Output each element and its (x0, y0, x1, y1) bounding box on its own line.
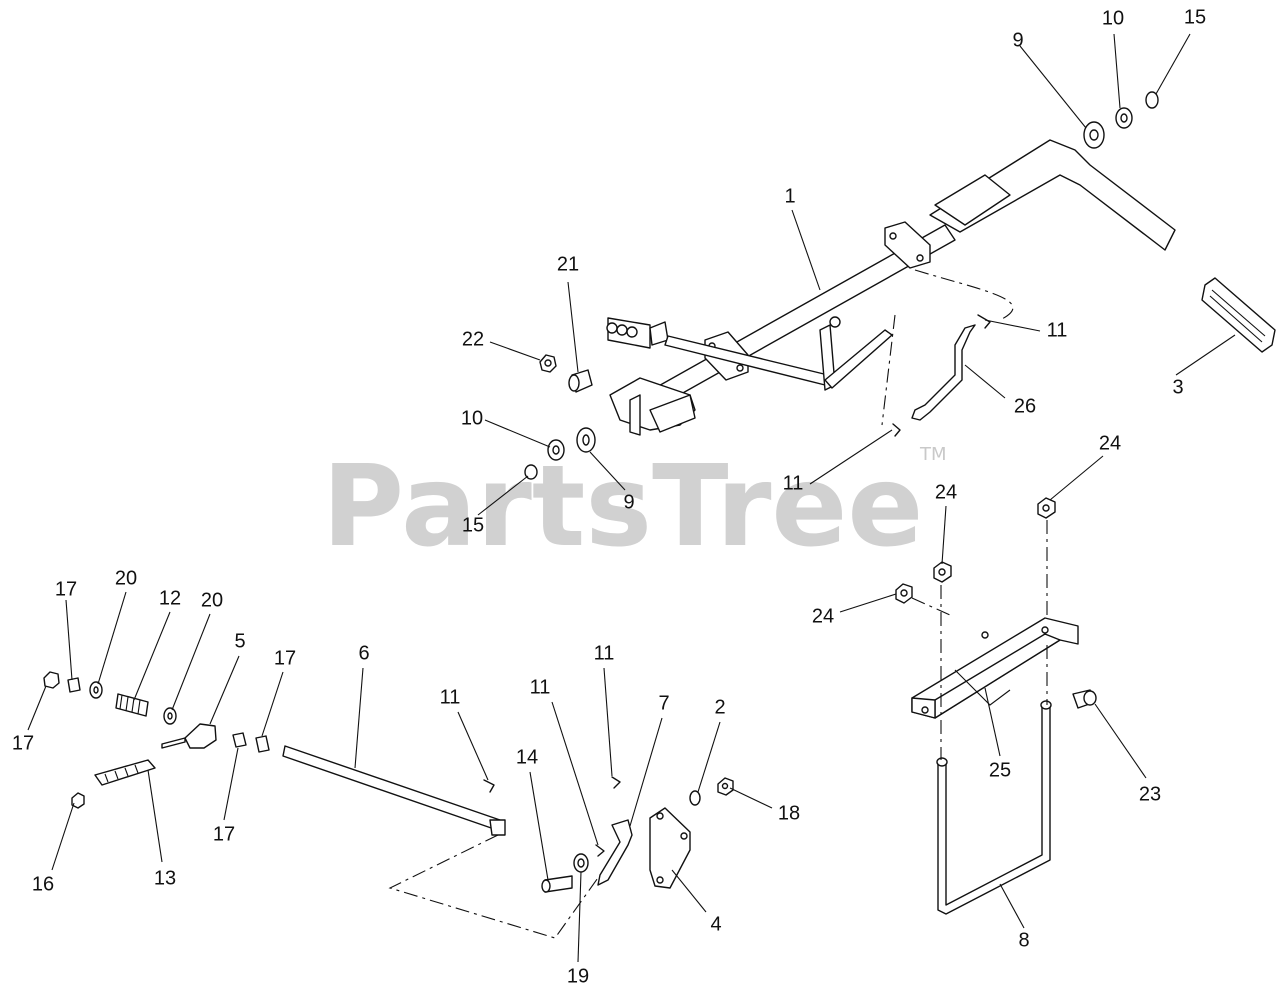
callout-6: 6 (358, 642, 369, 664)
callout-14: 14 (516, 746, 538, 768)
part-12-spring (115, 693, 149, 717)
part-9-washer-right (1083, 121, 1105, 149)
callout-17-d: 17 (213, 823, 235, 845)
part-16-nut (71, 792, 85, 809)
part-17-spacer (67, 677, 81, 693)
callout-1: 1 (784, 185, 795, 207)
part-23-bolt (1072, 689, 1097, 709)
callout-20-b: 20 (201, 589, 223, 611)
part-17-collar-a (232, 732, 247, 748)
callout-11-upper: 11 (1047, 319, 1068, 341)
part-24-nut-left (895, 583, 913, 604)
callout-11-middle: 11 (783, 472, 804, 494)
part-17-collar-b (255, 735, 270, 753)
part-18-nut (717, 777, 734, 796)
part-6-rod (282, 745, 506, 836)
callout-2: 2 (714, 696, 725, 718)
part-26-rod (911, 324, 976, 421)
part-20-washer-left (89, 681, 103, 699)
part-11-clip-middle (892, 423, 901, 437)
linkage-rod-assembly (606, 316, 893, 391)
callout-16: 16 (32, 873, 54, 895)
part-22-nut (539, 354, 557, 373)
callout-20-a: 20 (115, 567, 137, 589)
part-11-clip-lower-a (483, 779, 495, 793)
connection-line-lower-a (388, 834, 601, 939)
callout-9-right: 9 (1012, 29, 1023, 51)
callout-24-middle: 24 (935, 481, 957, 503)
callout-3: 3 (1172, 376, 1183, 398)
part-8-u-bolt (936, 700, 1052, 915)
callout-26: 26 (1014, 395, 1036, 417)
part-14-bolt (541, 875, 573, 893)
callout-18: 18 (778, 802, 800, 824)
callout-11-lower-b: 11 (530, 676, 551, 698)
part-11-clip-lower-b (595, 844, 605, 857)
part-3-pedal (929, 139, 1276, 353)
callout-7: 7 (658, 692, 669, 714)
callout-9-left: 9 (623, 491, 634, 513)
callout-22: 22 (462, 328, 484, 350)
watermark-trademark: TM (919, 444, 947, 465)
connection-line-upper (914, 269, 1014, 321)
part-10-washer-right (1115, 107, 1133, 129)
part-17-nut-left (43, 671, 60, 689)
callout-21: 21 (557, 253, 579, 275)
callout-25: 25 (989, 759, 1011, 781)
part-25-bracket (911, 617, 1079, 719)
part-10-washer-left (547, 439, 565, 461)
callout-13: 13 (154, 867, 176, 889)
callout-17-b: 17 (274, 647, 296, 669)
part-2-washer (689, 790, 701, 806)
watermark-text: PartsTree (322, 442, 923, 572)
callout-8: 8 (1018, 929, 1029, 951)
part-5-clevis (161, 723, 217, 749)
callout-24-left: 24 (812, 605, 834, 627)
callout-10-right: 10 (1102, 7, 1124, 29)
part-13-spring (94, 759, 156, 786)
part-11-clip-lower-c (611, 776, 621, 789)
leader-lines (27, 33, 1236, 963)
callout-12: 12 (159, 587, 181, 609)
callout-15-left: 15 (462, 514, 484, 536)
callout-15-right: 15 (1184, 6, 1206, 28)
part-21-pin (568, 369, 593, 393)
callout-5: 5 (234, 630, 245, 652)
callout-4: 4 (710, 913, 721, 935)
callout-17-c: 17 (12, 732, 34, 754)
part-15-ring-right (1145, 91, 1159, 109)
callout-17-a: 17 (55, 578, 77, 600)
part-4-bracket (649, 807, 691, 889)
callout-19: 19 (567, 965, 589, 987)
part-24-nut-middle (933, 561, 952, 583)
callout-23: 23 (1139, 783, 1161, 805)
callout-11-lower-a: 11 (440, 686, 461, 708)
part-11-clip-upper (977, 314, 991, 329)
callout-11-lower-c: 11 (594, 642, 615, 664)
callout-24-top: 24 (1099, 432, 1121, 454)
connection-line-middle (881, 314, 896, 426)
part-19-washer (573, 853, 589, 873)
part-24-nut-top (1037, 497, 1056, 519)
part-20-washer-right (163, 707, 177, 725)
part-1-left-bracket (609, 377, 696, 436)
connection-line-right-c (911, 597, 951, 616)
callout-10-left: 10 (461, 407, 483, 429)
part-15-ring-left (524, 464, 538, 480)
callout-labels: 1 2 3 4 5 6 7 8 9 9 10 10 11 11 11 11 11… (12, 6, 1206, 987)
part-7-lever (597, 819, 633, 886)
part-9-washer-left (576, 427, 596, 453)
